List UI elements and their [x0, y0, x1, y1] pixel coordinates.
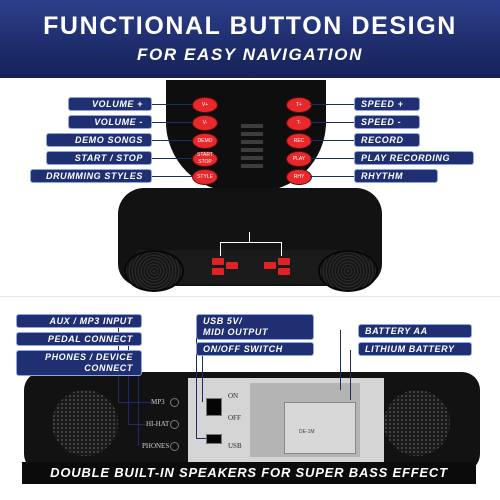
label-volume-up: VOLUME + — [68, 97, 152, 111]
front-red-button[interactable] — [264, 262, 276, 269]
connector-line — [150, 104, 192, 105]
connector-line — [310, 158, 354, 159]
bracket-line — [220, 242, 282, 243]
label-aux-input: AUX / MP3 INPUT — [16, 314, 142, 328]
start-stop-button[interactable]: START STOP — [192, 151, 218, 167]
switch-on-label: ON — [228, 392, 239, 400]
label-rhythm: RHYTHM — [354, 169, 438, 183]
connector-line — [310, 104, 354, 105]
display-segment — [241, 156, 263, 160]
label-usb-midi: USB 5V/ MIDI OUTPUT — [196, 314, 314, 340]
front-red-button[interactable] — [212, 268, 224, 275]
label-speed-up: SPEED + — [354, 97, 420, 111]
connector-line — [128, 338, 129, 424]
front-red-button[interactable] — [278, 258, 290, 265]
label-usb-line2: MIDI OUTPUT — [203, 327, 269, 337]
label-on-off-switch: ON/OFF SWITCH — [196, 342, 314, 356]
label-drumming-styles: DRUMMING STYLES — [30, 169, 152, 183]
left-speaker-icon — [124, 250, 184, 292]
connector-line — [150, 140, 192, 141]
play-button[interactable]: PLAY — [286, 151, 312, 167]
connector-line — [150, 176, 192, 177]
hihat-jack[interactable] — [170, 420, 179, 429]
label-battery-aa: BATTERY AA — [358, 324, 472, 338]
right-speaker-icon — [318, 250, 378, 292]
rec-button[interactable]: REC — [286, 133, 312, 149]
left-speaker-grill-icon — [52, 390, 118, 456]
usb-port[interactable] — [206, 434, 222, 444]
lithium-battery: DE-1M — [284, 402, 356, 454]
label-phones-line1: PHONES / DEVICE — [44, 352, 133, 362]
label-speed-down: SPEED - — [354, 115, 420, 129]
connector-line — [150, 122, 192, 123]
phones-label: PHONES — [142, 442, 170, 450]
tempo-up-button[interactable]: T+ — [286, 97, 312, 113]
connector-line — [196, 438, 206, 439]
volume-up-button[interactable]: V+ — [192, 97, 218, 113]
rhythm-button[interactable]: RHY — [286, 169, 312, 185]
label-phones-line2: CONNECT — [84, 363, 133, 373]
connector-line — [150, 158, 192, 159]
hihat-label: HI-HAT — [146, 420, 170, 428]
usb-label: USB — [228, 442, 242, 450]
display-segment — [241, 148, 263, 152]
volume-down-button[interactable]: V- — [192, 115, 218, 131]
bracket-line — [220, 242, 221, 256]
header-banner: FUNCTIONAL BUTTON DESIGN FOR EASY NAVIGA… — [0, 0, 500, 78]
switch-off-label: OFF — [228, 414, 241, 422]
bracket-line — [281, 242, 282, 256]
connector-line — [310, 122, 354, 123]
mp3-jack[interactable] — [170, 398, 179, 407]
connector-line — [340, 330, 341, 390]
label-play-recording: PLAY RECORDING — [354, 151, 474, 165]
power-switch[interactable] — [206, 398, 222, 416]
label-start-stop: START / STOP — [46, 151, 152, 165]
label-record: RECORD — [354, 133, 420, 147]
connector-line — [350, 350, 351, 400]
display-segment — [241, 124, 263, 128]
footer-banner: DOUBLE BUILT-IN SPEAKERS FOR SUPER BASS … — [22, 462, 476, 484]
display-segment — [241, 132, 263, 136]
label-lithium-battery: LITHIUM BATTERY — [358, 342, 472, 356]
label-demo-songs: DEMO SONGS — [46, 133, 152, 147]
connector-line — [202, 350, 203, 402]
battery-text: DE-1M — [299, 429, 315, 435]
label-volume-down: VOLUME - — [68, 115, 152, 129]
demo-button[interactable]: DEMO — [192, 133, 218, 149]
connector-line — [196, 330, 197, 438]
connector-line — [310, 176, 354, 177]
connector-line — [118, 402, 152, 403]
front-red-button[interactable] — [278, 268, 290, 275]
display-segment — [241, 164, 263, 168]
style-button[interactable]: STYLE — [192, 169, 218, 185]
label-phones-connect: PHONES / DEVICE CONNECT — [16, 350, 142, 376]
label-pedal-connect: PEDAL CONNECT — [16, 332, 142, 346]
display-segment — [241, 140, 263, 144]
mp3-label: MP3 — [151, 398, 165, 406]
phones-jack[interactable] — [170, 442, 179, 451]
front-red-button[interactable] — [212, 258, 224, 265]
bracket-line — [249, 232, 250, 242]
connector-line — [128, 424, 146, 425]
header-subtitle: FOR EASY NAVIGATION — [137, 45, 363, 64]
label-usb-line1: USB 5V/ — [203, 316, 243, 326]
tempo-down-button[interactable]: T- — [286, 115, 312, 131]
header-title: FUNCTIONAL BUTTON DESIGN — [43, 12, 457, 40]
connector-line — [138, 360, 139, 446]
right-speaker-grill-icon — [384, 390, 450, 456]
front-red-button[interactable] — [226, 262, 238, 269]
section-divider — [0, 296, 500, 297]
connector-line — [310, 140, 354, 141]
